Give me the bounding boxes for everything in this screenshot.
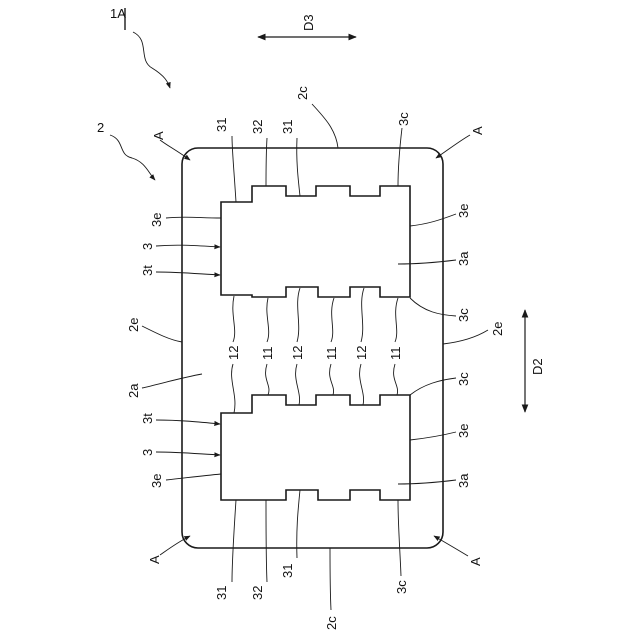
corner-arrow-top-right (436, 135, 470, 158)
label-top-32: 32 (250, 120, 265, 134)
label-gap-12-a: 12 (226, 346, 241, 360)
lower-chip-outline (221, 395, 410, 500)
leader-mid-3c-lower (410, 378, 456, 395)
leader-upper-3-left (156, 245, 220, 247)
leader-top-31-right (297, 138, 300, 196)
label-bot-31-left: 31 (214, 586, 229, 600)
label-upper-3t: 3t (140, 265, 155, 276)
leader-mid-2e-left (142, 326, 182, 342)
leader-top-32 (266, 138, 267, 186)
leader-upper-3t (156, 272, 220, 275)
leader-gap-11-c (394, 298, 398, 395)
corner-label-bottom-left: A (147, 555, 162, 564)
leader-top-3c (398, 128, 402, 186)
label-bot-32: 32 (250, 586, 265, 600)
label-bot-3c: 3c (394, 580, 409, 594)
label-upper-3a: 3a (456, 251, 471, 266)
leader-bot-2c (330, 548, 331, 610)
leader-upper-3e-right (410, 214, 456, 226)
label-top-3c: 3c (396, 112, 411, 126)
leader-bot-31-left (232, 500, 236, 582)
d3-label: D3 (301, 14, 316, 31)
label-gap-11-a: 11 (260, 347, 275, 361)
corner-label-top-right: A (470, 126, 485, 135)
title-leader-arrow (133, 32, 170, 88)
assembly-ref-leader (110, 135, 155, 180)
corner-label-bottom-right: A (468, 557, 483, 566)
leader-lower-3e-left (166, 474, 221, 480)
assembly-ref-label: 2 (97, 120, 104, 135)
label-mid-2e-right: 2e (490, 322, 505, 336)
leader-bot-32 (266, 500, 267, 582)
label-gap-12-b: 12 (290, 346, 305, 360)
corner-arrow-top-left (160, 140, 190, 160)
leader-mid-3c-upper (410, 298, 456, 316)
label-upper-3e-left: 3e (149, 213, 164, 227)
leader-mid-2a (142, 374, 202, 388)
label-bot-2c: 2c (324, 616, 339, 630)
leader-lower-3 (156, 452, 220, 455)
label-upper-3-left: 3 (140, 243, 155, 250)
figure-title: 1A (110, 6, 126, 21)
leader-top-2c (312, 104, 338, 148)
label-lower-3e-left: 3e (149, 474, 164, 488)
leader-upper-3e-left (166, 217, 221, 218)
label-gap-12-c: 12 (354, 346, 369, 360)
leader-upper-3a (398, 260, 456, 264)
leader-top-31-left (232, 136, 236, 202)
label-top-2c: 2c (295, 86, 310, 100)
corner-arrow-bottom-left (160, 536, 190, 555)
label-lower-3: 3 (140, 449, 155, 456)
leader-gap-11-a (266, 298, 269, 395)
label-top-31-left: 31 (214, 118, 229, 132)
label-lower-3t: 3t (140, 413, 155, 424)
leader-mid-2e-right (443, 330, 488, 344)
label-top-31-right: 31 (280, 120, 295, 134)
leader-gap-11-b (330, 298, 334, 395)
upper-chip-outline (221, 186, 410, 297)
label-mid-3c-lower: 3c (456, 372, 471, 386)
label-lower-3e-right: 3e (456, 424, 471, 438)
d2-label: D2 (530, 358, 545, 375)
label-upper-3e-right: 3e (456, 204, 471, 218)
label-gap-11-c: 11 (388, 347, 403, 361)
label-lower-3a: 3a (456, 473, 471, 488)
label-mid-2e-left: 2e (126, 318, 141, 332)
label-mid-3c-upper: 3c (456, 308, 471, 322)
leader-lower-3t (156, 420, 220, 424)
leader-bot-3c (398, 500, 401, 576)
label-mid-2a: 2a (126, 383, 141, 398)
label-bot-31-right: 31 (280, 564, 295, 578)
corner-label-top-left: A (151, 131, 166, 140)
leader-lower-3a (398, 480, 456, 484)
label-gap-11-b: 11 (324, 347, 339, 361)
leader-lower-3e-right (410, 432, 456, 440)
corner-arrow-bottom-right (434, 536, 468, 556)
